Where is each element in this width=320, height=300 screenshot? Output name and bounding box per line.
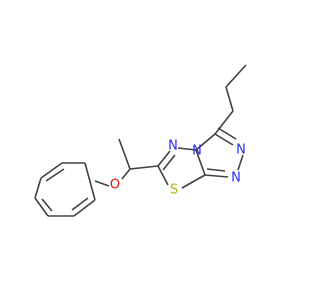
atom-label-nitrogen: N: [231, 171, 241, 186]
double-bond: [217, 127, 237, 140]
bond: [118, 138, 131, 170]
bond: [34, 177, 42, 199]
double-bond-inner: [71, 197, 89, 211]
atom-label-nitrogen: N: [192, 144, 202, 159]
molecule-structure: O N N N N S: [34, 64, 247, 217]
bond: [129, 165, 159, 170]
bond: [237, 154, 244, 171]
bond: [121, 168, 131, 180]
bond: [195, 133, 216, 151]
bond: [225, 64, 247, 88]
bond: [34, 197, 49, 217]
bond: [214, 110, 234, 135]
double-bond: [162, 154, 176, 171]
atom-label-sulfur: S: [170, 183, 178, 198]
bond: [157, 165, 169, 186]
bond: [225, 86, 234, 112]
bond: [94, 180, 110, 187]
bond: [214, 133, 234, 146]
bond: [204, 174, 229, 178]
bond: [84, 162, 96, 201]
atom-label-oxygen: O: [110, 178, 120, 193]
bond: [177, 147, 197, 151]
double-bond: [206, 168, 226, 172]
phenyl-ring: [34, 162, 96, 217]
double-bond-inner: [41, 198, 53, 212]
bond: [40, 162, 63, 179]
bond: [73, 199, 96, 217]
bond: [157, 150, 171, 167]
bond: [195, 149, 206, 176]
atom-label-nitrogen: N: [236, 143, 246, 158]
atom-label-nitrogen: N: [168, 139, 178, 154]
double-bond-inner: [45, 168, 65, 182]
bond: [181, 174, 206, 189]
